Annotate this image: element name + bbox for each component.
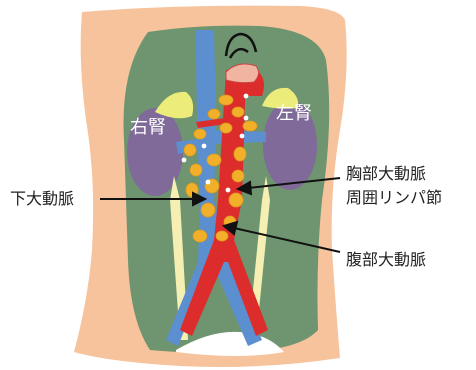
marker-dot <box>226 188 231 193</box>
lymph-node <box>208 109 220 119</box>
lymph-node <box>232 170 244 182</box>
abdominal-aorta-label: 腹部大動脈 <box>346 250 426 270</box>
marker-dot <box>240 134 245 139</box>
lymph-node <box>234 147 246 161</box>
lymph-node <box>193 230 207 242</box>
lymph-node <box>201 203 215 217</box>
left-kidney-label: 左腎 <box>276 104 312 124</box>
marker-dot <box>244 94 249 99</box>
marker-dot <box>206 180 211 185</box>
marker-dot <box>244 116 249 121</box>
thoracic-aorta-label-line1: 胸部大動脈 <box>346 164 426 184</box>
marker-dot <box>182 158 187 163</box>
marker-dot <box>202 144 207 149</box>
thoracic-aorta-label-line2: 周囲リンパ節 <box>346 188 442 208</box>
ivc-label: 下大動脈 <box>10 189 74 209</box>
right-kidney-label: 右腎 <box>130 118 166 138</box>
lymph-node <box>243 121 257 131</box>
lymph-node <box>194 129 206 139</box>
lymph-node <box>232 107 244 117</box>
lymph-node <box>216 231 228 241</box>
lymph-node <box>219 95 233 105</box>
lymph-node <box>220 123 232 133</box>
lymph-node <box>229 193 243 207</box>
lymph-node <box>190 164 202 176</box>
lymph-node <box>184 144 196 156</box>
lymph-node <box>207 154 221 166</box>
